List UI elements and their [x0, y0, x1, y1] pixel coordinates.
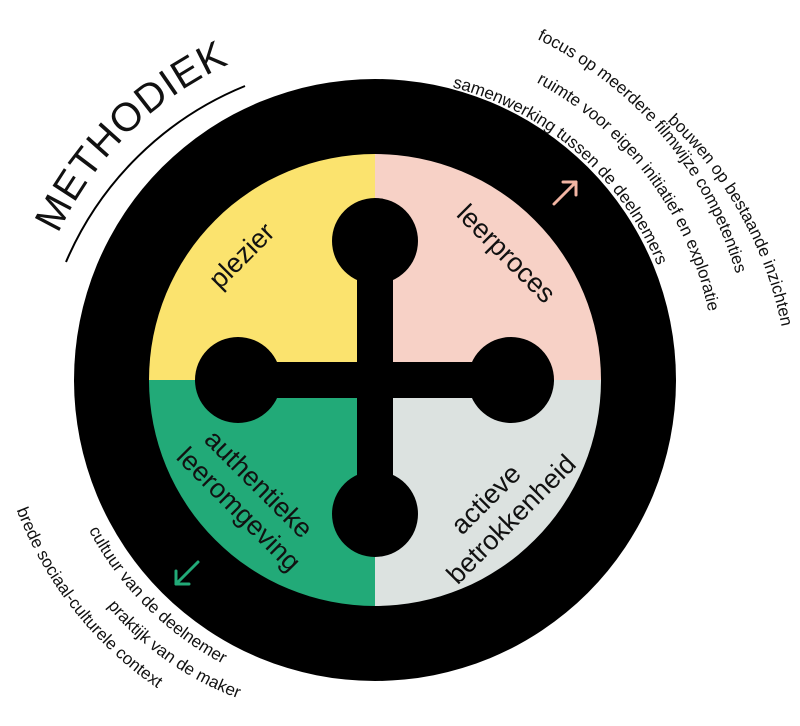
cross-knob-bottom — [332, 471, 418, 557]
title-underline — [65, 85, 246, 263]
cross-knob-right — [468, 337, 554, 423]
quadrant-authentieke-leeromgeving — [149, 380, 375, 606]
quadrant-leerproces — [375, 154, 601, 380]
cross-knob-left — [195, 337, 281, 423]
quadrant-plezier — [149, 154, 375, 380]
center-cross — [195, 198, 554, 557]
cross-knob-top — [332, 198, 418, 284]
arrow-down-left-icon — [174, 560, 200, 586]
arrow-up-right-icon — [552, 180, 578, 206]
quadrant-actieve-betrokkenheid — [375, 380, 601, 606]
